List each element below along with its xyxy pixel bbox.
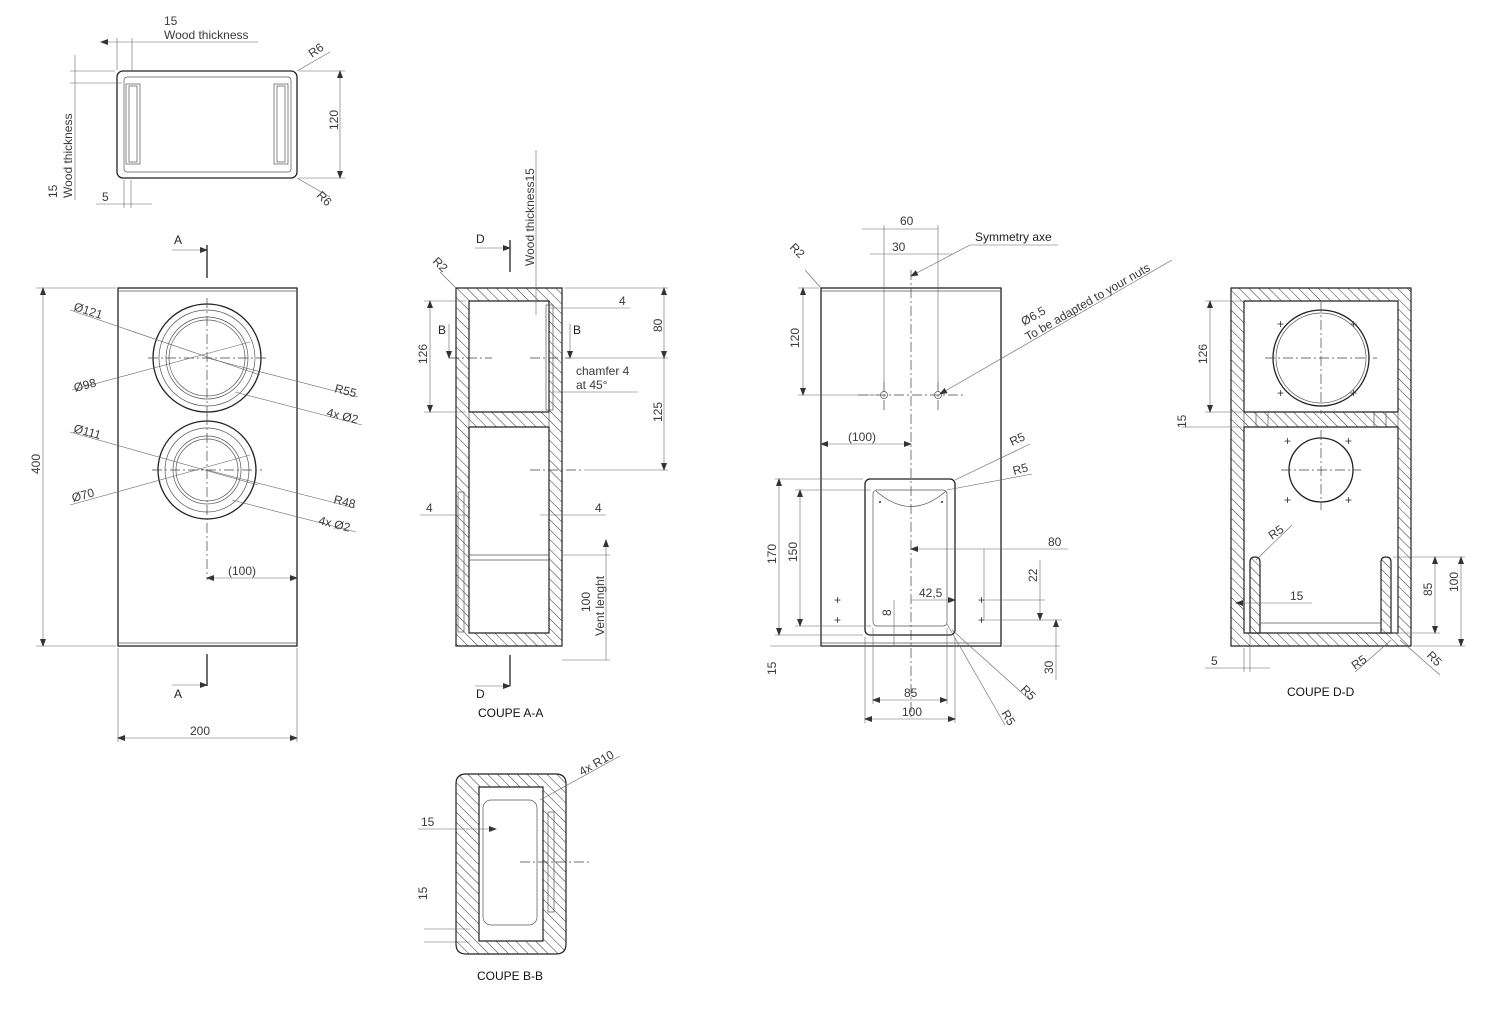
dd-dim-126: 126	[1196, 344, 1210, 364]
front-view: A A Ø121 Ø98 R55 4x Ø2 Ø111 Ø70 R48 4x	[29, 233, 363, 742]
top-r6-lower: R6	[314, 188, 335, 209]
rear-view: + + + + 60 30 Symmetry axe R2 Ø6,5 To be…	[765, 214, 1173, 729]
section-d-top-label: D	[476, 232, 485, 246]
svg-text:+: +	[1284, 493, 1291, 507]
front-dim-400: 400	[29, 454, 43, 474]
dd-dim-85: 85	[1421, 582, 1435, 596]
front-d111: Ø111	[72, 421, 103, 442]
rear-dim-30: 30	[892, 240, 906, 254]
aa-chamfer-2: at 45°	[576, 378, 608, 392]
rear-dim-100-paren: (100)	[848, 430, 876, 444]
svg-text:+: +	[1345, 434, 1352, 448]
aa-chamfer-1: chamfer 4	[576, 364, 630, 378]
front-d70: Ø70	[70, 485, 96, 504]
rear-dim-42-5: 42,5	[919, 586, 943, 600]
aa-dim-80: 80	[651, 318, 665, 332]
svg-text:+: +	[1277, 317, 1284, 331]
rear-dim-8: 8	[880, 609, 894, 616]
dd-dim-15-left: 15	[1175, 414, 1189, 428]
dd-dim-5: 5	[1211, 654, 1218, 668]
section-dd-view: + + + + + + + + 126 15 R5 15 85 100 5 R5	[1175, 287, 1465, 699]
dd-r5-bottom-left: R5	[1349, 652, 1370, 672]
section-b-left-label: B	[438, 323, 446, 337]
top-dim-15: 15	[164, 14, 178, 28]
bb-dim-15-lower: 15	[416, 886, 430, 900]
front-r55: R55	[333, 381, 358, 400]
front-dim-200: 200	[190, 724, 210, 738]
top-dim-15-left: 15	[46, 184, 60, 198]
rear-nuts-note: To be adapted to your nuts	[1023, 260, 1153, 343]
rear-dim-85: 85	[904, 686, 918, 700]
rear-dim-120: 120	[788, 328, 802, 348]
section-bb-title: COUPE B-B	[477, 969, 543, 983]
bb-r10: 4x R10	[577, 747, 617, 778]
rear-dim-150: 150	[786, 542, 800, 562]
rear-r5-a: R5	[1007, 429, 1027, 448]
aa-r2: R2	[430, 254, 451, 275]
front-r48: R48	[332, 492, 357, 511]
section-a-top-label: A	[174, 233, 182, 247]
svg-text:+: +	[834, 613, 841, 627]
aa-dim-4-left: 4	[426, 501, 433, 515]
dd-dim-100: 100	[1447, 572, 1461, 592]
front-d121: Ø121	[72, 300, 105, 322]
aa-dim-126: 126	[416, 344, 430, 364]
rear-r5-b: R5	[1011, 460, 1030, 478]
rear-r2: R2	[787, 240, 808, 261]
section-aa-title: COUPE A-A	[478, 706, 543, 720]
top-wood-thickness: Wood thickness	[164, 28, 249, 42]
rear-r5-c: R5	[1018, 682, 1039, 703]
front-d98: Ø98	[72, 375, 98, 394]
aa-dim-100: 100	[579, 592, 593, 612]
front-holes-bottom: 4x Ø2	[317, 513, 352, 534]
rear-dim-60: 60	[900, 214, 914, 228]
aa-vent-length: Vent lenght	[593, 575, 607, 636]
svg-text:+: +	[978, 613, 985, 627]
top-dim-120: 120	[327, 110, 341, 130]
aa-dim-4-top: 4	[619, 294, 626, 308]
top-dim-5: 5	[102, 190, 109, 204]
section-aa-view: D D B B R2 Wood thickness15 4 80 125 126…	[416, 150, 668, 720]
rear-symmetry: Symmetry axe	[975, 230, 1052, 244]
front-holes-top: 4x Ø2	[325, 405, 360, 426]
aa-wood-thickness: Wood thickness15	[523, 168, 537, 266]
svg-text:+: +	[1277, 386, 1284, 400]
dd-r5-bottom-right: R5	[1424, 648, 1445, 669]
rear-dim-100: 100	[902, 705, 922, 719]
front-dim-100: (100)	[228, 564, 256, 578]
section-b-right-label: B	[573, 323, 581, 337]
svg-text:+: +	[978, 593, 985, 607]
rear-dim-80: 80	[1048, 535, 1062, 549]
rear-dim-15: 15	[765, 661, 779, 675]
rear-dim-30-bottom: 30	[1042, 660, 1056, 674]
aa-dim-4-right: 4	[595, 501, 602, 515]
svg-text:+: +	[1284, 434, 1291, 448]
dd-dim-15-inner: 15	[1290, 589, 1304, 603]
top-wood-thickness-left: Wood thickness	[61, 114, 75, 199]
dd-r5-top: R5	[1266, 522, 1287, 542]
svg-text:+: +	[1350, 317, 1357, 331]
section-a-bottom-label: A	[174, 687, 182, 701]
rear-dim-170: 170	[765, 544, 779, 564]
svg-text:+: +	[834, 593, 841, 607]
section-dd-title: COUPE D-D	[1287, 685, 1355, 699]
bb-dim-15-upper: 15	[421, 815, 435, 829]
rear-dim-22: 22	[1026, 568, 1040, 582]
top-r6-upper: R6	[306, 40, 327, 60]
aa-dim-125: 125	[651, 402, 665, 422]
svg-text:+: +	[1350, 386, 1357, 400]
top-view: 15 Wood thickness R6 R6 120 Wood thickne…	[46, 14, 345, 209]
svg-text:+: +	[1345, 493, 1352, 507]
section-d-bottom-label: D	[476, 687, 485, 701]
rear-r5-d: R5	[998, 708, 1018, 729]
section-bb-view: 4x R10 15 15 COUPE B-B	[416, 747, 621, 983]
